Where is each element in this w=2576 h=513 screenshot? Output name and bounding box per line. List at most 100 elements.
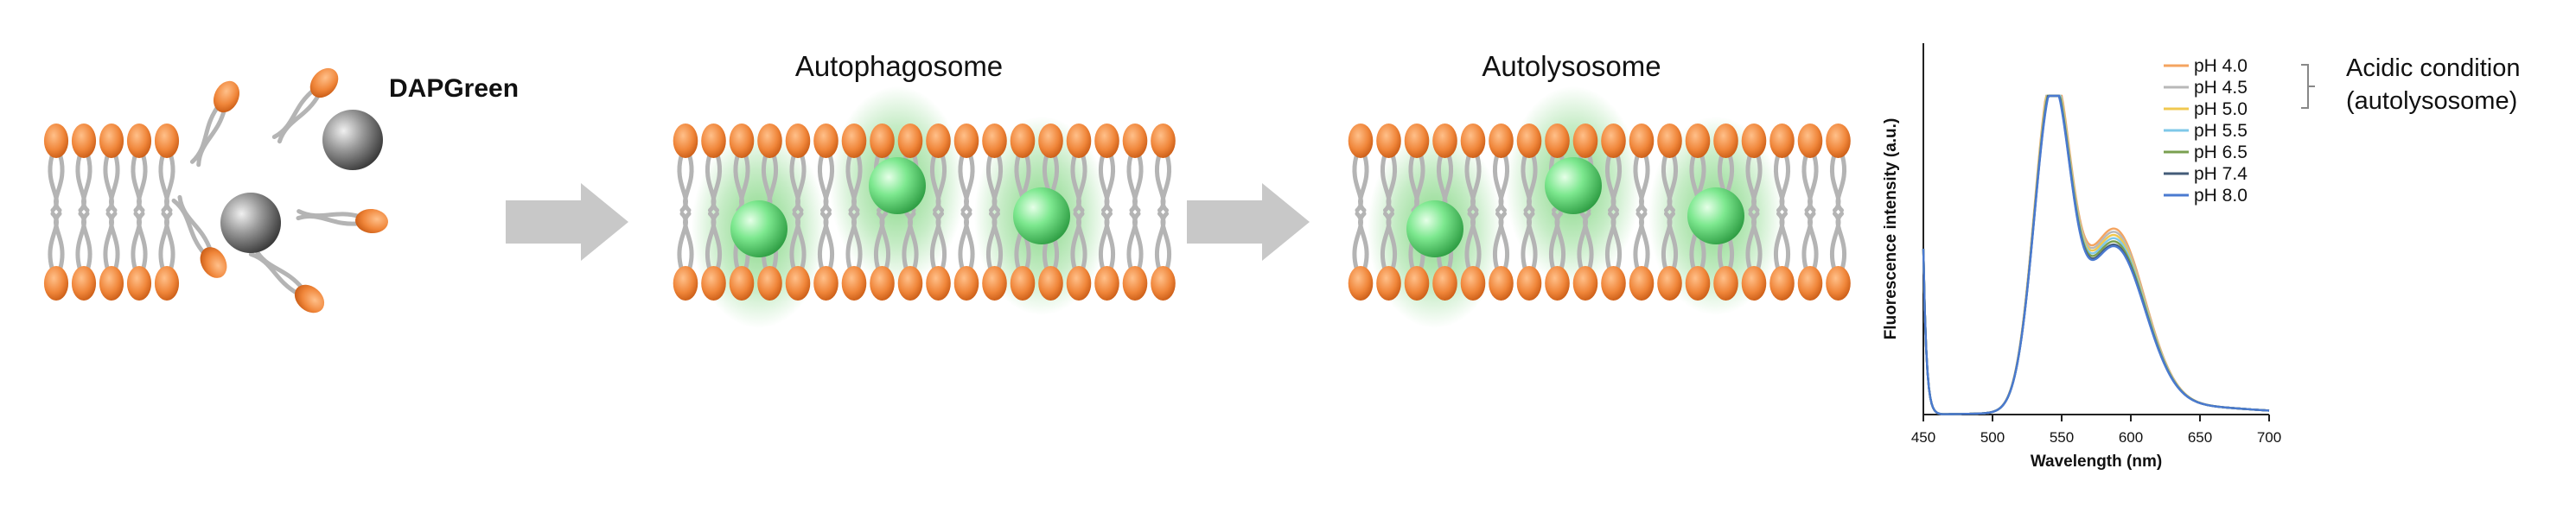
- lipid-head: [1826, 124, 1851, 158]
- lipid-tail: [1779, 154, 1791, 212]
- lipid-head: [870, 266, 895, 301]
- dapgreen-molecule-active: [1545, 157, 1602, 214]
- lipid-head: [982, 266, 1007, 301]
- lipid-tail: [908, 212, 919, 270]
- lipid-head: [1741, 124, 1767, 158]
- lipid-tail: [171, 198, 207, 256]
- x-tick-label: 700: [2257, 429, 2281, 446]
- lipid-head: [1657, 266, 1682, 301]
- lipid-head: [99, 124, 124, 158]
- dapgreen-molecule-active: [730, 200, 787, 257]
- spectra-series-group: [1922, 94, 2270, 415]
- lipid-tail: [296, 214, 362, 226]
- lipid-head: [1460, 124, 1486, 158]
- free-lipids-group: [171, 67, 388, 314]
- x-tick-label: 550: [2050, 429, 2074, 446]
- lipid-head: [200, 247, 227, 278]
- lipid-head: [953, 124, 979, 158]
- lipid-heads-group: [1348, 124, 1851, 301]
- lipid-head: [294, 284, 325, 314]
- lipid-head: [926, 266, 951, 301]
- lipid-head: [71, 124, 97, 158]
- lipid-head: [1066, 124, 1092, 158]
- lipid-head: [1122, 124, 1148, 158]
- lipid-head: [1460, 266, 1486, 301]
- lipid-head: [1797, 124, 1823, 158]
- lipid-head: [813, 266, 838, 301]
- lipid-tail: [1470, 154, 1482, 212]
- right-arrow-icon: [506, 183, 628, 261]
- legend-label: pH 5.0: [2194, 99, 2248, 119]
- lipid-head: [99, 266, 124, 301]
- lipid-head: [785, 266, 811, 301]
- lipid-head: [897, 266, 923, 301]
- lipid-tail: [1498, 154, 1510, 212]
- lipid-head: [1572, 124, 1598, 158]
- lipid-tail: [1639, 154, 1650, 212]
- lipid-tail: [1751, 212, 1763, 270]
- x-tick-label: 450: [1911, 429, 1935, 446]
- lipid-tail: [54, 154, 65, 212]
- lipid-tail: [1527, 212, 1538, 270]
- lipid-head: [1516, 266, 1542, 301]
- lipid-tail: [1835, 154, 1847, 212]
- lipid-tail: [1386, 154, 1398, 212]
- lipid-tail: [964, 212, 975, 270]
- dapgreen-molecule-inactive: [322, 110, 383, 170]
- lipid-tail: [1386, 212, 1398, 270]
- lipid-tail: [683, 212, 694, 270]
- lipid-tail: [196, 106, 227, 168]
- lipid-head: [126, 266, 152, 301]
- autophagosome-membrane: [673, 86, 1176, 328]
- lipid-head: [1629, 266, 1655, 301]
- lipid-tail: [1808, 154, 1819, 212]
- lipid-tail: [1667, 212, 1679, 270]
- acidic-annotation-line-2: (autolysosome): [2346, 87, 2517, 115]
- lipid-head: [673, 266, 698, 301]
- x-axis-label: Wavelength (nm): [2031, 453, 2162, 471]
- lipid-tail: [81, 212, 92, 270]
- lipid-tail: [1160, 154, 1172, 212]
- lipid-head: [841, 124, 867, 158]
- dapgreen-molecule-active: [1013, 187, 1070, 244]
- lipid-tail: [189, 104, 220, 164]
- lipid-head: [1545, 266, 1570, 301]
- lipid-head: [926, 124, 951, 158]
- lipid-head: [1094, 124, 1119, 158]
- lipid-tail: [1779, 212, 1791, 270]
- lipid-head: [757, 124, 782, 158]
- lipid-tail: [1808, 212, 1819, 270]
- lipid-tail: [1527, 154, 1538, 212]
- lipid-head: [213, 80, 240, 113]
- lipid-head: [1151, 124, 1176, 158]
- lipid-head: [1601, 266, 1626, 301]
- lipid-tail: [277, 92, 322, 144]
- right-arrow-icon: [1187, 183, 1310, 261]
- autolysosome-title: Autolysosome: [1482, 50, 1661, 82]
- lipid-head: [1713, 266, 1738, 301]
- lipid-head: [1348, 266, 1374, 301]
- lipid-tail: [1639, 212, 1650, 270]
- x-tick-label: 650: [2188, 429, 2212, 446]
- spectrum-line: [1922, 94, 2270, 415]
- acidic-bracket-icon: [2301, 64, 2315, 109]
- lipid-head: [870, 124, 895, 158]
- lipid-head: [1066, 266, 1092, 301]
- lipid-head: [126, 124, 152, 158]
- lipid-head: [785, 124, 811, 158]
- lipid-head: [1094, 266, 1119, 301]
- lipid-tail: [992, 212, 1004, 270]
- lipid-head: [71, 266, 97, 301]
- lipid-head: [1629, 124, 1655, 158]
- legend-label: pH 8.0: [2194, 186, 2248, 206]
- lipid-head: [1404, 124, 1430, 158]
- lipid-head: [1489, 124, 1514, 158]
- y-axis-label: Fluorescence intensity (a.u.): [1882, 118, 1900, 340]
- lipid-tail: [164, 154, 175, 212]
- lipid-tail: [1104, 154, 1116, 212]
- lipid-tail: [177, 194, 213, 253]
- lipid-tail: [1076, 154, 1087, 212]
- free-lipid: [296, 208, 388, 234]
- lipid-tail: [137, 212, 148, 270]
